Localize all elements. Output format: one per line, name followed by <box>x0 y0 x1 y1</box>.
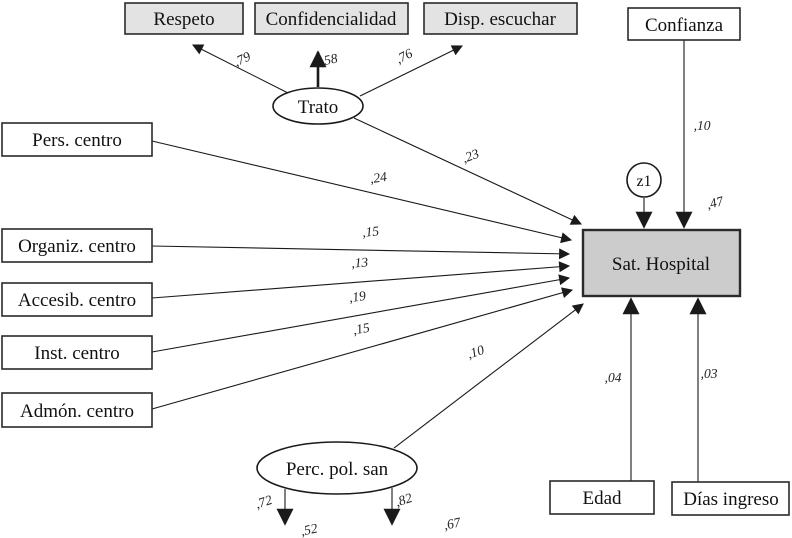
node-z1: z1 <box>626 162 662 198</box>
pers-centro-box <box>1 122 153 157</box>
node-edad: Edad <box>549 480 655 515</box>
accesib-centro-label: Accesib. centro <box>18 290 136 311</box>
coef-inst-centro-sat-hospital: ,19 <box>348 288 367 305</box>
admon-centro-label: Admón. centro <box>20 401 134 422</box>
admon-centro-box <box>1 392 153 428</box>
node-confidencialidad: Confidencialidad <box>254 2 409 35</box>
edge-accesib-centro-sat-hospital <box>151 261 571 299</box>
node-sat-hospital: Sat. Hospital <box>581 228 742 298</box>
coef-trato-sat-hospital: ,23 <box>460 146 481 166</box>
edge-trato-sat-hospital <box>353 117 582 225</box>
pers-centro-label: Pers. centro <box>32 130 122 151</box>
z1-circle <box>626 162 662 198</box>
edge-admon-centro-sat-hospital <box>151 287 574 410</box>
confidencialidad-box <box>254 2 409 35</box>
dias-ingreso-label: Días ingreso <box>683 489 779 510</box>
node-respeto: Respeto <box>124 2 244 35</box>
coef-perc-pol-san-indicator-left: ,72 <box>253 492 274 512</box>
node-trato: Trato <box>272 87 364 125</box>
confianza-box <box>627 7 741 41</box>
trato-ellipse <box>272 87 364 125</box>
sat-hospital-label: Sat. Hospital <box>612 254 710 275</box>
edad-label: Edad <box>582 488 622 509</box>
node-disp-escuchar: Disp. escuchar <box>423 2 578 35</box>
dias-ingreso-box <box>671 481 790 516</box>
edge-trato-disp-escuchar <box>359 45 463 97</box>
edge-inst-centro-sat-hospital <box>151 274 571 353</box>
node-confianza: Confianza <box>627 7 741 41</box>
coef-accesib-centro-sat-hospital: ,13 <box>351 254 369 270</box>
organiz-centro-label: Organiz. centro <box>18 236 136 257</box>
respeto-box <box>124 2 244 35</box>
confianza-label: Confianza <box>645 15 724 36</box>
r2-sat-hospital: ,47 <box>705 193 726 212</box>
coef-trato-respeto: ,79 <box>231 48 253 69</box>
disp-escuchar-label: Disp. escuchar <box>444 9 557 30</box>
coef-trato-confidencialidad: ,58 <box>319 50 339 68</box>
z1-label: z1 <box>636 173 651 190</box>
coef-admon-centro-sat-hospital: ,15 <box>352 320 371 338</box>
edge-perc-pol-san-sat-hospital <box>393 303 584 449</box>
sat-hospital-box <box>581 228 742 298</box>
coef-trato-disp-escuchar: ,76 <box>393 45 415 66</box>
node-admon-centro: Admón. centro <box>1 392 153 428</box>
coef-perc-pol-san-indicator-right: ,82 <box>393 490 414 510</box>
inst-centro-label: Inst. centro <box>34 343 119 364</box>
node-inst-centro: Inst. centro <box>1 335 153 370</box>
coef-confianza-sat-hospital: ,10 <box>694 118 711 133</box>
edge-pers-centro-sat-hospital <box>151 140 573 244</box>
node-accesib-centro: Accesib. centro <box>1 282 153 317</box>
edge-trato-respeto <box>192 44 291 95</box>
accesib-centro-box <box>1 282 153 317</box>
r2-indicator-left: ,52 <box>299 520 319 538</box>
trato-label: Trato <box>298 97 338 118</box>
node-organiz-centro: Organiz. centro <box>1 228 153 263</box>
coef-organiz-centro-sat-hospital: ,15 <box>362 223 380 239</box>
perc-pol-san-label: Perc. pol. san <box>286 459 389 480</box>
node-perc-pol-san: Perc. pol. san <box>256 441 418 495</box>
edad-box <box>549 480 655 515</box>
coef-edad-sat-hospital: ,04 <box>605 370 622 385</box>
confidencialidad-label: Confidencialidad <box>266 9 397 30</box>
disp-escuchar-box <box>423 2 578 35</box>
node-pers-centro: Pers. centro <box>1 122 153 157</box>
perc-pol-san-ellipse <box>256 441 418 495</box>
organiz-centro-box <box>1 228 153 263</box>
edge-organiz-centro-sat-hospital <box>151 245 571 260</box>
node-dias-ingreso: Días ingreso <box>671 481 790 516</box>
inst-centro-box <box>1 335 153 370</box>
coef-perc-pol-san-sat-hospital: ,10 <box>465 342 486 362</box>
respeto-label: Respeto <box>153 9 214 30</box>
r2-indicator-right: ,67 <box>442 514 463 532</box>
coef-dias-ingreso-sat-hospital: ,03 <box>701 366 718 381</box>
coef-pers-centro-sat-hospital: ,24 <box>369 169 388 186</box>
